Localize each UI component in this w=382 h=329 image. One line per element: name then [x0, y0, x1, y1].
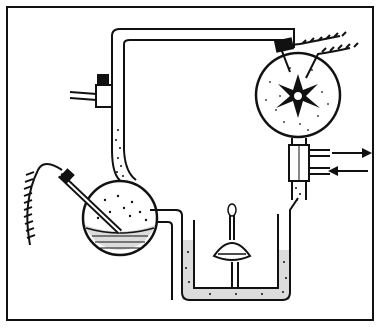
- water-ports: [309, 149, 330, 175]
- water-out-arrow: [332, 148, 372, 158]
- heating-coil: [23, 163, 63, 246]
- stopcock: [69, 74, 113, 108]
- liquid-hatching: [92, 235, 148, 249]
- heating-element: [57, 168, 123, 235]
- vapor-dots-left-tube: [115, 129, 124, 177]
- electrode-wires: [273, 31, 359, 79]
- central-tap: [212, 203, 252, 288]
- liquid-in-trap: [182, 240, 290, 300]
- trap-dots: [185, 251, 287, 295]
- chamber-stipple: [265, 67, 329, 131]
- bubbles: [96, 194, 148, 222]
- u-tube-trap: [150, 197, 299, 301]
- spark-chamber: [254, 51, 342, 139]
- boiling-flask: [81, 179, 159, 257]
- water-in-arrow: [328, 166, 368, 176]
- top-connecting-tube: [111, 28, 295, 98]
- spark: [276, 74, 320, 118]
- condenser-dots: [295, 187, 301, 201]
- water-condenser: [288, 138, 330, 201]
